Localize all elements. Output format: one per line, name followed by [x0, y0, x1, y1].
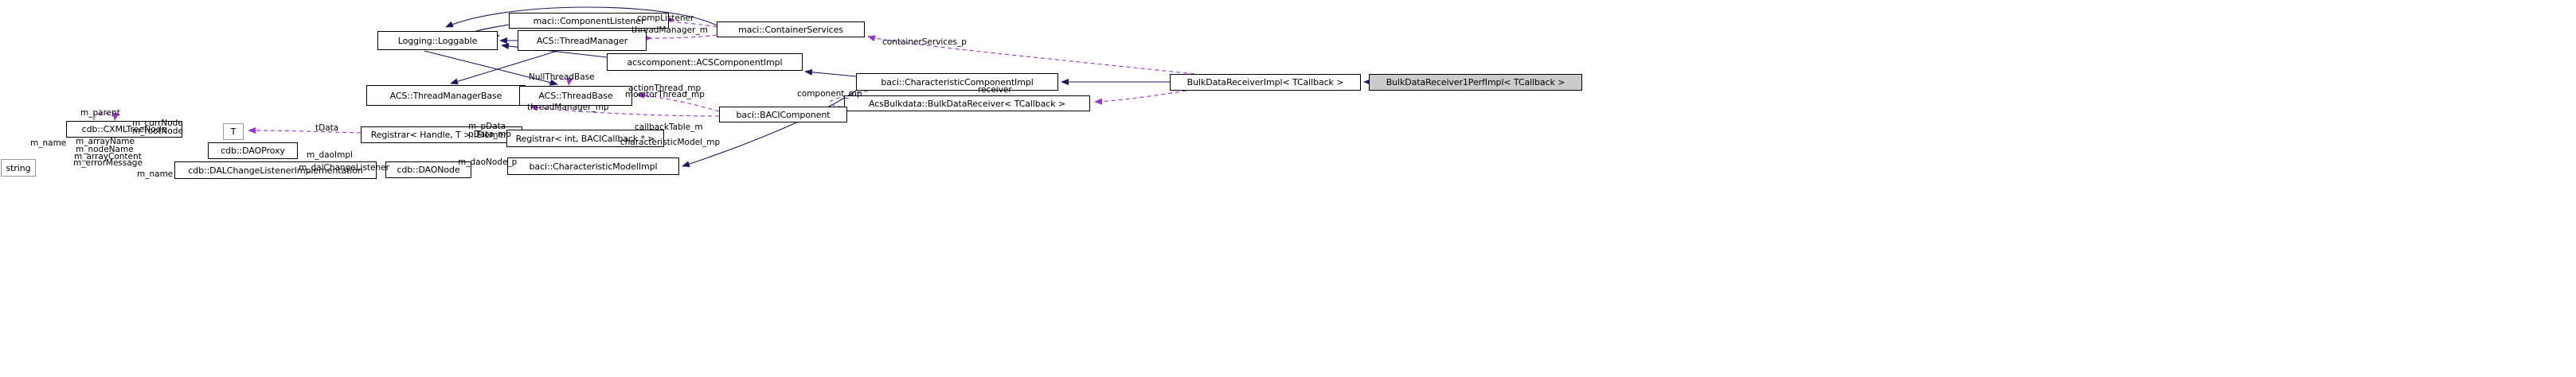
edge-label-m-daoimpl: m_daoImpl	[307, 150, 353, 160]
edge-label-m-currnode: m_currNode	[132, 119, 183, 128]
class-node-logging-loggable[interactable]: Logging::Loggable	[377, 31, 498, 50]
edge-label-actionthread-mp: actionThread_mp	[628, 84, 702, 93]
edge-label-monitorthread-mp: monitorThread_mp	[625, 90, 705, 99]
edge-label-m-pdata: m_pData	[468, 122, 506, 131]
edge-label-m-nodename: m_nodeName	[76, 145, 134, 154]
edge-label-m-errormessage: m_errorMessage	[73, 158, 143, 168]
edge-label-m-name-bottom: m_name	[137, 169, 174, 179]
class-node-baci-characteristicmodelimpl[interactable]: baci::CharacteristicModelImpl	[507, 157, 679, 175]
class-node-bulkdatareceiver1perfimpl[interactable]: BulkDataReceiver1PerfImpl< TCallback >	[1369, 74, 1582, 91]
class-node-bulkdatareceiverimpl[interactable]: BulkDataReceiverImpl< TCallback >	[1170, 74, 1361, 91]
edge-label-receiver: receiver	[978, 85, 1012, 95]
edge-label-tdata: tData	[315, 123, 339, 133]
edge-label-callbacktable-m: callbackTable_m	[635, 122, 703, 132]
class-node-acscomponent-acscomponentimpl[interactable]: acscomponent::ACSComponentImpl	[607, 53, 803, 71]
class-node-registrar-int-bacicallback[interactable]: Registrar< int, BACICallback * >	[506, 130, 664, 147]
edge-label-component-mp: component_mp	[797, 89, 862, 99]
edge-label-complistener: compListener	[637, 14, 694, 23]
edge-label-nullthreadbase: NullThreadBase	[529, 72, 595, 82]
edge-label-m-rootnode: m_rootNode	[132, 126, 183, 136]
class-node-acs-threadbase[interactable]: ACS::ThreadBase	[519, 86, 632, 106]
edge-label-m-daonode-p: m_daoNode_p	[458, 157, 518, 167]
edge-label-pdata-mp: pData_mp	[468, 130, 511, 139]
edge-label-m-name-left: m_name	[30, 138, 67, 148]
class-node-cdb-daoproxy[interactable]: cdb::DAOProxy	[208, 142, 298, 159]
edge-label-m-arrayname: m_arrayName	[76, 137, 135, 146]
class-node-acsbulkdata-bulkdatareceiver[interactable]: AcsBulkdata::BulkDataReceiver< TCallback…	[844, 95, 1090, 111]
edge-label-m-arraycontent: m_arrayContent	[74, 152, 142, 161]
class-node-baci-characteristiccomponentimpl[interactable]: baci::CharacteristicComponentImpl	[856, 73, 1058, 91]
class-node-acs-threadmanagerbase[interactable]: ACS::ThreadManagerBase	[366, 85, 526, 106]
edge-label-threadmanager-m: threadManager_m	[631, 25, 708, 35]
class-node-cdb-cxmltreenode[interactable]: cdb::CXMLTreeNode	[66, 121, 182, 138]
class-node-cdb-daonode[interactable]: cdb::DAONode	[385, 161, 471, 178]
edge-label-characteristicmodel-mp: characteristicModel_mp	[620, 138, 721, 147]
class-node-baci-bacicomponent[interactable]: baci::BACIComponent	[719, 107, 847, 122]
edge-label-m-dalchangelistener: m_dalChangeListener	[299, 163, 389, 173]
class-node-acs-threadmanager[interactable]: ACS::ThreadManager	[518, 30, 647, 51]
class-node-template-t[interactable]: T	[223, 123, 244, 140]
edge-label-threadmanager-mp: threadManager_mp	[527, 103, 609, 112]
class-node-string[interactable]: string	[1, 159, 36, 177]
edge-label-m-parent: m_parent	[80, 108, 120, 118]
edge-label-containerservices-p: containerServices_p	[882, 37, 967, 47]
class-node-cdb-dalchangelistenerimplementation[interactable]: cdb::DALChangeListenerImplementation	[174, 161, 377, 179]
class-node-maci-containerservices[interactable]: maci::ContainerServices	[717, 21, 865, 37]
class-node-maci-componentlistener[interactable]: maci::ComponentListener	[509, 13, 669, 29]
